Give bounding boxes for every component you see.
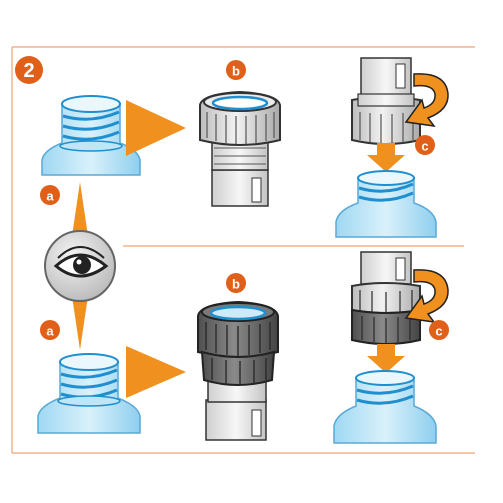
- pointer-up-to-bottle: [72, 182, 88, 236]
- svg-text:c: c: [435, 324, 442, 339]
- bottle-top-open: [41, 95, 141, 176]
- label-c-top: c: [415, 135, 435, 155]
- svg-text:b: b: [232, 277, 240, 292]
- eye-icon: [44, 230, 116, 302]
- svg-text:a: a: [46, 189, 54, 204]
- svg-text:b: b: [232, 64, 240, 79]
- pointer-triangle-icon: [126, 346, 186, 398]
- rotate-arrow-icon: [404, 269, 449, 323]
- rotate-arrow-icon: [404, 73, 449, 127]
- panel-frame: [11, 46, 475, 454]
- bottle-bottom-receiving: [333, 370, 437, 444]
- pointer-triangle-icon: [126, 100, 186, 156]
- bottle-bottom-open: [37, 353, 141, 434]
- label-a-bottom: a: [40, 320, 60, 340]
- tube-cap-rotating-top: [351, 57, 421, 145]
- cap-light-with-tube: [199, 90, 281, 207]
- step-number-badge: 2: [15, 56, 43, 84]
- tube-cap-rotating-bottom: [351, 251, 421, 345]
- label-a-top: a: [40, 185, 60, 205]
- cap-dark-with-tube: [197, 300, 279, 441]
- label-b-top: b: [226, 60, 246, 80]
- label-b-bottom: b: [226, 273, 246, 293]
- down-arrow-icon: [367, 143, 405, 172]
- label-c-bottom: c: [429, 320, 449, 340]
- step-number-text: 2: [23, 60, 34, 82]
- svg-text:c: c: [421, 139, 428, 154]
- pointer-down-to-bottle: [72, 296, 88, 350]
- svg-text:a: a: [46, 324, 54, 339]
- bottle-top-receiving: [335, 170, 437, 238]
- down-arrow-icon: [367, 344, 405, 373]
